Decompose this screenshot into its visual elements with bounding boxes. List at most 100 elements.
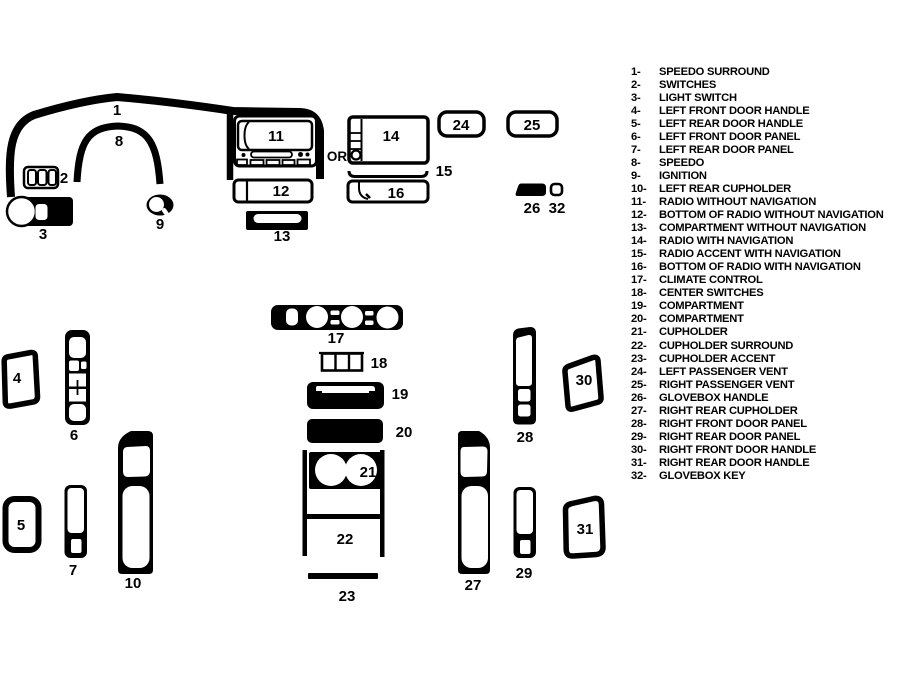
part-22-cupholder-surround: 22	[302, 450, 385, 557]
part-11-label: 11	[268, 128, 284, 145]
legend-item-number: 27-	[631, 404, 647, 417]
legend-item: 12- BOTTOM OF RADIO WITHOUT NAVIGATION	[631, 209, 899, 222]
legend-item-number: 16-	[631, 261, 647, 274]
part-20-label: 20	[396, 424, 413, 441]
part-28-label: 28	[517, 429, 534, 446]
legend-item-number: 20-	[631, 313, 647, 326]
legend-item-label: RADIO WITH NAVIGATION	[659, 235, 794, 248]
part-15-radio-accent-with-navigation: 15	[347, 163, 452, 180]
legend-item: 29-RIGHT REAR DOOR PANEL	[631, 430, 899, 443]
legend-item-label: RADIO ACCENT WITH NAVIGATION	[659, 248, 841, 261]
part-22-label: 22	[337, 531, 354, 548]
part-21-cupholder: 21	[309, 452, 383, 489]
part-10-label: 10	[125, 575, 142, 592]
legend-item: 9- IGNITION	[631, 169, 899, 182]
part-32-glovebox-key: 32	[549, 182, 566, 217]
legend-item-number: 6-	[631, 130, 641, 143]
legend-item-number: 9-	[631, 169, 641, 182]
legend-item-label: CENTER SWITCHES	[659, 287, 764, 300]
part-32-label: 32	[549, 200, 566, 217]
legend-item-number: 22-	[631, 339, 647, 352]
legend-item-label: LEFT FRONT DOOR PANEL	[659, 130, 801, 143]
part-2-switches: 2	[22, 165, 68, 190]
legend-item-label: CUPHOLDER ACCENT	[659, 352, 776, 365]
legend-item: 26-GLOVEBOX HANDLE	[631, 391, 899, 404]
legend-item-number: 26-	[631, 391, 647, 404]
part-16-bottom-of-radio-with-navigation: 16	[346, 179, 430, 204]
part-14-label: 14	[383, 128, 400, 145]
legend-item-number: 13-	[631, 222, 647, 235]
legend-item-label: LEFT REAR DOOR HANDLE	[659, 117, 803, 130]
part-24-left-passenger-vent: 24	[437, 110, 486, 138]
part-31-label: 31	[577, 521, 594, 538]
legend-item-number: 12-	[631, 209, 647, 222]
legend-item-number: 28-	[631, 417, 647, 430]
part-18-label: 18	[371, 355, 388, 372]
part-30-label: 30	[576, 372, 593, 389]
part-1-label: 1	[113, 102, 121, 119]
part-23-cupholder-accent: 23	[308, 573, 378, 605]
legend-item-number: 3-	[631, 91, 641, 104]
part-21-label: 21	[360, 464, 377, 481]
parts-legend: 1-SPEEDO SURROUND 2-SWITCHES 3-LIGHT SWI…	[631, 65, 899, 483]
part-2-label: 2	[60, 170, 68, 187]
legend-item-label: RIGHT REAR DOOR PANEL	[659, 430, 801, 443]
legend-item-number: 2-	[631, 78, 641, 91]
part-5-left-rear-door-handle: 5	[2, 496, 42, 553]
part-27-label: 27	[465, 577, 482, 594]
part-13-label: 13	[274, 228, 291, 245]
part-13-compartment-without-navigation: 13	[246, 211, 308, 245]
part-11-radio-without-navigation: 11	[233, 114, 318, 168]
legend-item-number: 23-	[631, 352, 647, 365]
legend-item-number: 32-	[631, 469, 647, 482]
part-16-label: 16	[388, 185, 405, 202]
legend-item: 6- LEFT FRONT DOOR PANEL	[631, 130, 899, 143]
part-14-radio-with-navigation: 14	[347, 115, 430, 165]
part-29-right-rear-door-panel: 29	[513, 487, 536, 582]
part-12-bottom-of-radio-without-navigation: 12	[232, 178, 314, 204]
legend-item-number: 19-	[631, 300, 647, 313]
legend-item-label: BOTTOM OF RADIO WITHOUT NAVIGATION	[659, 209, 884, 222]
dash-kit-diagram: 1 8 2 3 9	[1, 93, 606, 605]
part-25-label: 25	[524, 117, 541, 134]
legend-item-number: 31-	[631, 456, 647, 469]
legend-item: 17- CLIMATE CONTROL	[631, 274, 899, 287]
part-26-label: 26	[524, 200, 541, 217]
legend-item: 5- LEFT REAR DOOR HANDLE	[631, 117, 899, 130]
legend-item-number: 17-	[631, 274, 647, 287]
part-17-climate-control: 17	[271, 305, 403, 347]
part-27-right-rear-cupholder: 27	[458, 431, 490, 594]
legend-item-number: 21-	[631, 326, 647, 339]
legend-item-label: LEFT REAR CUPHOLDER	[659, 182, 791, 195]
legend-item-label: CUPHOLDER SURROUND	[659, 339, 794, 352]
or-label: OR	[327, 149, 348, 164]
part-25-right-passenger-vent: 25	[506, 110, 559, 138]
legend-item-label: IGNITION	[659, 169, 707, 182]
legend-item: 28-RIGHT FRONT DOOR PANEL	[631, 417, 899, 430]
part-7-left-rear-door-panel: 7	[64, 485, 87, 579]
part-18-center-switches: 18	[319, 351, 388, 372]
part-29-label: 29	[516, 565, 533, 582]
legend-item-label: COMPARTMENT	[659, 300, 744, 313]
legend-item: 10-LEFT REAR CUPHOLDER	[631, 182, 899, 195]
part-26-glovebox-handle: 26	[515, 183, 546, 217]
part-5-label: 5	[17, 517, 25, 534]
legend-item: 20-COMPARTMENT	[631, 313, 899, 326]
legend-item: 16- BOTTOM OF RADIO WITH NAVIGATION	[631, 261, 899, 274]
part-28-right-front-door-panel: 28	[513, 327, 536, 446]
legend-item-label: BOTTOM OF RADIO WITH NAVIGATION	[659, 261, 861, 274]
legend-item: 8-SPEEDO	[631, 156, 899, 169]
legend-item-label: LEFT REAR DOOR PANEL	[659, 143, 794, 156]
legend-item-number: 5-	[631, 117, 641, 130]
legend-item-number: 15-	[631, 248, 647, 261]
part-6-left-front-door-panel: 6	[65, 330, 90, 444]
legend-item-label: RIGHT REAR DOOR HANDLE	[659, 456, 810, 469]
legend-item-label: LEFT FRONT DOOR HANDLE	[659, 104, 810, 117]
legend-item: 15- RADIO ACCENT WITH NAVIGATION	[631, 248, 899, 261]
legend-item-label: CLIMATE CONTROL	[659, 274, 763, 287]
legend-item: 14-RADIO WITH NAVIGATION	[631, 235, 899, 248]
part-4-label: 4	[13, 370, 22, 387]
part-3-label: 3	[39, 226, 47, 243]
legend-item-label: LEFT PASSENGER VENT	[659, 365, 788, 378]
